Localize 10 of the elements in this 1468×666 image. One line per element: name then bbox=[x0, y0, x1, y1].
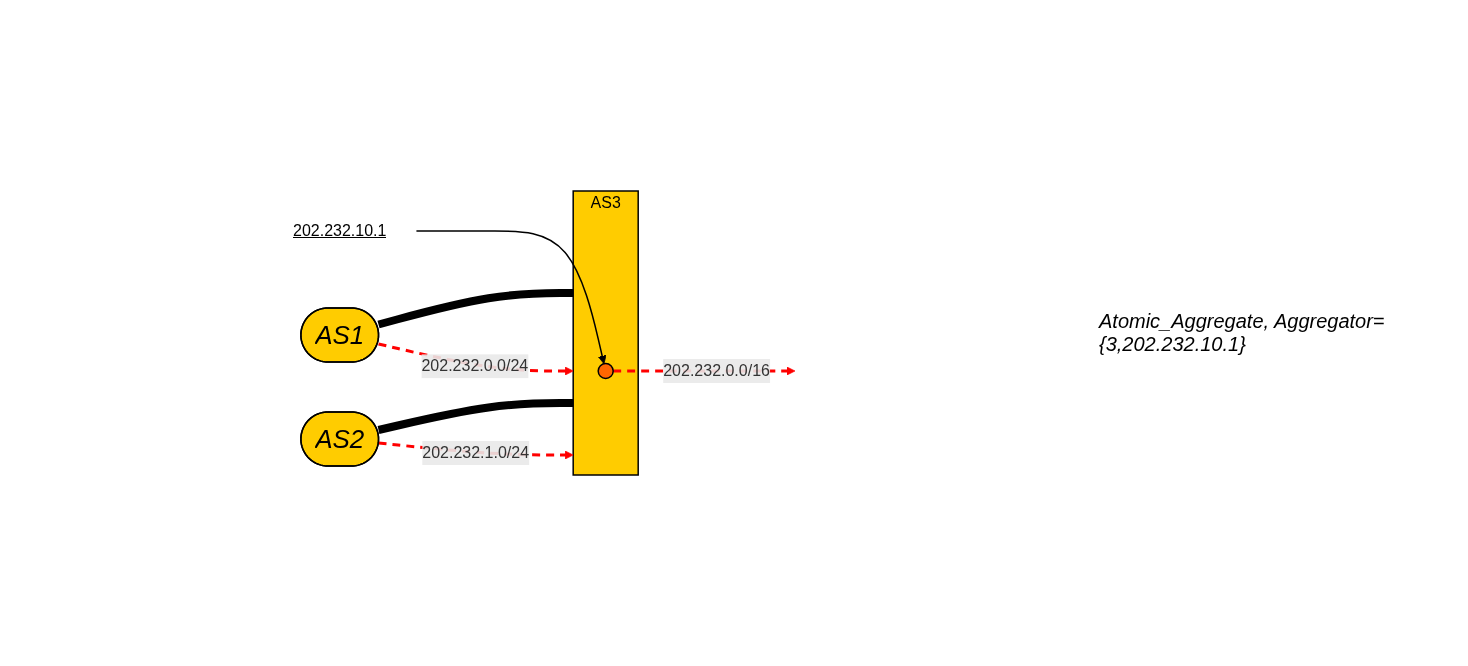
cluster: AS3 bbox=[572, 190, 639, 476]
arrow bbox=[415, 230, 607, 365]
node-text: 202.232.10.1 bbox=[293, 222, 387, 239]
note-text: Atomic_Aggregate, Aggregator={3,202.232.10.1} bbox=[1099, 310, 1386, 356]
connector bbox=[377, 399, 574, 434]
edge-label: 202.232.1.0/24 bbox=[422, 444, 530, 462]
edge-label: 202.232.0.0/24 bbox=[421, 357, 529, 375]
node-circle bbox=[597, 362, 614, 380]
connector bbox=[377, 289, 574, 329]
edge-label: 202.232.0.0/16 bbox=[663, 362, 770, 379]
